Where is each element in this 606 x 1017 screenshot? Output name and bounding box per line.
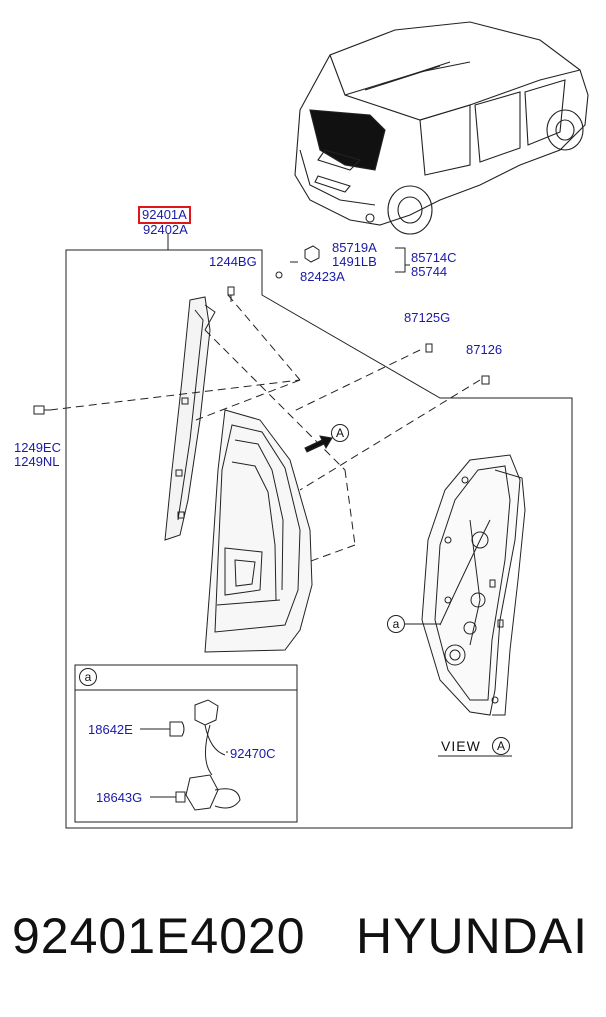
label-87126: 87126 bbox=[466, 342, 503, 357]
tail-lamp bbox=[204, 409, 313, 653]
label-85744: 85744 bbox=[411, 264, 448, 279]
car-illustration bbox=[294, 21, 589, 235]
label-1249ec: 1249EC bbox=[14, 440, 61, 455]
callout-detail-a: a bbox=[387, 615, 405, 633]
trim-bracket bbox=[164, 296, 216, 541]
callout-view-a: A bbox=[331, 424, 349, 442]
label-18642e: 18642E bbox=[88, 722, 133, 737]
label-1249nl: 1249NL bbox=[14, 454, 60, 469]
label-85714c: 85714C bbox=[411, 250, 457, 265]
assembly-lines bbox=[49, 294, 481, 566]
label-92470c: 92470C bbox=[230, 746, 276, 761]
view-label: VIEW bbox=[441, 738, 481, 754]
lamp-rear-view bbox=[405, 454, 526, 716]
label-87125g: 87125G bbox=[404, 310, 451, 325]
fastener-drawings bbox=[33, 245, 490, 415]
label-82423a: 82423A bbox=[300, 269, 345, 284]
part-number-caption: 92401E4020 bbox=[12, 908, 306, 964]
callout-inset-a: a bbox=[79, 668, 97, 686]
label-85719a: 85719A bbox=[332, 240, 377, 255]
label-1244bg: 1244BG bbox=[209, 254, 257, 269]
inset-detail-box bbox=[74, 664, 298, 823]
diagram-drawing bbox=[33, 21, 589, 829]
main-part-number-highlighted: 92401A bbox=[138, 206, 191, 224]
label-1491lb: 1491LB bbox=[332, 254, 377, 269]
main-part-number-alt: 92402A bbox=[143, 222, 188, 237]
view-letter: A bbox=[492, 737, 510, 755]
brand-caption: HYUNDAI bbox=[356, 908, 589, 964]
footer-caption: 92401E4020 HYUNDAI bbox=[0, 905, 606, 975]
exploded-parts-diagram: 92401A 92402A 1244BG 85719A 1491LB 82423… bbox=[14, 21, 589, 829]
label-18643g: 18643G bbox=[96, 790, 143, 805]
